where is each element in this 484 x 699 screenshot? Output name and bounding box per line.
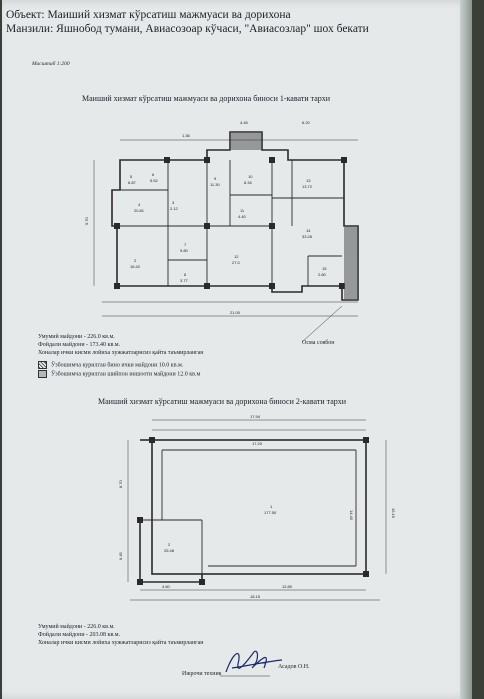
floor2-columns [137,437,369,585]
room-7-area: 9.80 [180,248,189,253]
floor2-partitions [140,449,357,582]
f2-room-2-area: 25.48 [164,548,175,553]
floor2-dimension-lines [127,419,387,601]
legend-row-1: Ўзбошимча курилган бино ички майдони 10.… [38,361,183,369]
room-9-num: 9 [214,176,217,181]
floor1-room-labels: 5 6.87 6 5.52 4 20.81 3 2.12 2 16.42 7 9… [128,172,327,283]
canopy-callout: Осма соябон [302,340,335,346]
room-7-num: 7 [184,242,187,247]
f2-dim-bottom-2: 12.80 [282,584,293,589]
floor1-hatched-annex [230,132,358,300]
room-11-num: 11 [240,208,245,213]
hatched-square-icon [38,361,47,369]
floor2-renovation-note: Хоналар ички кисми лойиха хужжатларисиз … [38,640,204,646]
dotted-square-icon [38,370,47,378]
floor2-total-area: Умумий майдони - 226.0 кв.м. [38,624,115,630]
room-11-area: 4.40 [238,214,247,219]
f2-dim-bottom-1: 4.60 [162,584,171,589]
room-13-num: 13 [306,178,311,183]
room-15-area: 2.80 [318,272,327,277]
room-6-num: 6 [152,172,155,177]
room-2-num: 2 [134,258,137,263]
f2-dim-side-4: 14.40 [349,510,354,521]
room-3-num: 3 [172,200,175,205]
room-14-area: 33.26 [302,234,313,239]
plan1-title: Маиший хизмат кўрсатиш мажмуаси ва дорих… [82,94,331,103]
signature-drawing [225,650,283,673]
paper-edge-shadow [460,0,472,699]
room-4-area: 20.81 [134,208,145,213]
floor1-total-area: Умумий майдони - 226.0 кв.м. [38,334,115,340]
f2-dim-side-1: 8.70 [118,479,123,488]
room-13-area: 13.72 [302,184,313,189]
room-8-area: 3.77 [180,278,189,283]
plan2-title: Маиший хизмат кўрсатиш мажмуаси ва дорих… [98,397,347,406]
room-12-area: 27.0 [232,260,241,265]
dim-top-2: 4.45 [240,120,249,125]
room-4-num: 4 [138,202,141,207]
room-15-num: 15 [322,266,327,271]
dim-top-1: 1.36 [182,133,191,138]
f2-dim-overall: 18.15 [250,594,261,599]
legend-text-2: Ўзбошимча курилган шийпон иншооти майдон… [51,371,201,378]
dim-top-3: 6.20 [302,120,311,125]
room-2-area: 16.42 [130,264,141,269]
f2-room-1-num: 1 [270,504,273,509]
f2-dim-top-1: 17.94 [250,414,261,419]
dim-left-height: 9.70 [84,216,89,225]
address-line: Манзили: Яшнобод тумани, Авиасозоар кўча… [6,23,369,35]
room-5-num: 5 [130,174,133,179]
floor1-useful-area: Фойдали майдони - 173.40 кв.м. [38,342,121,348]
room-10-num: 10 [248,174,253,179]
dim-overall-width: 21.00 [230,310,241,315]
room-6-area: 5.52 [150,178,159,183]
floor1-columns [114,157,347,289]
floor2-walls [139,439,367,583]
f2-dim-top-2: 17.20 [252,441,263,446]
floor2-plan: 17.94 17.20 4.60 12.80 18.15 8.70 6.45 1… [118,414,396,677]
room-12-num: 12 [234,254,239,259]
room-14-num: 14 [306,228,311,233]
signature-label: Ижрочи техник [182,671,222,677]
f2-dim-side-3: 15.15 [391,508,396,519]
room-9-area: 11.30 [210,182,220,187]
signature-name: Асадов О.Н. [278,664,310,670]
floor1-plan: 1.36 4.45 6.20 9.70 21.00 5 6.87 6 5.52 … [84,120,359,343]
document-sheet: Объект: Маиший хизмат кўрсатиш мажмуаси … [2,0,472,699]
object-title: Объект: Маиший хизмат кўрсатиш мажмуаси … [6,9,291,21]
f2-room-1-area: 177.50 [264,510,277,515]
legend-text-1: Ўзбошимча курилган бино ички майдони 10.… [51,362,184,369]
floor1-renovation-note: Хоналар ички кисми лойиха хужжатларисиз … [38,350,204,356]
room-10-area: 6.34 [244,180,253,185]
f2-dim-side-2: 6.45 [118,551,123,560]
room-3-area: 2.12 [170,206,179,211]
room-5-area: 6.87 [128,180,137,185]
scale-label: Масштаб 1:200 [32,61,70,67]
room-8-num: 8 [184,272,187,277]
floor1-dimension-lines [93,139,358,343]
floor2-useful-area: Фойдали майдони - 203.08 кв.м. [38,632,121,638]
f2-room-2-num: 2 [168,542,171,547]
floor2-room-labels: 1 177.50 2 25.48 [164,504,277,553]
legend-row-2: Ўзбошимча курилган шийпон иншооти майдон… [38,370,200,378]
